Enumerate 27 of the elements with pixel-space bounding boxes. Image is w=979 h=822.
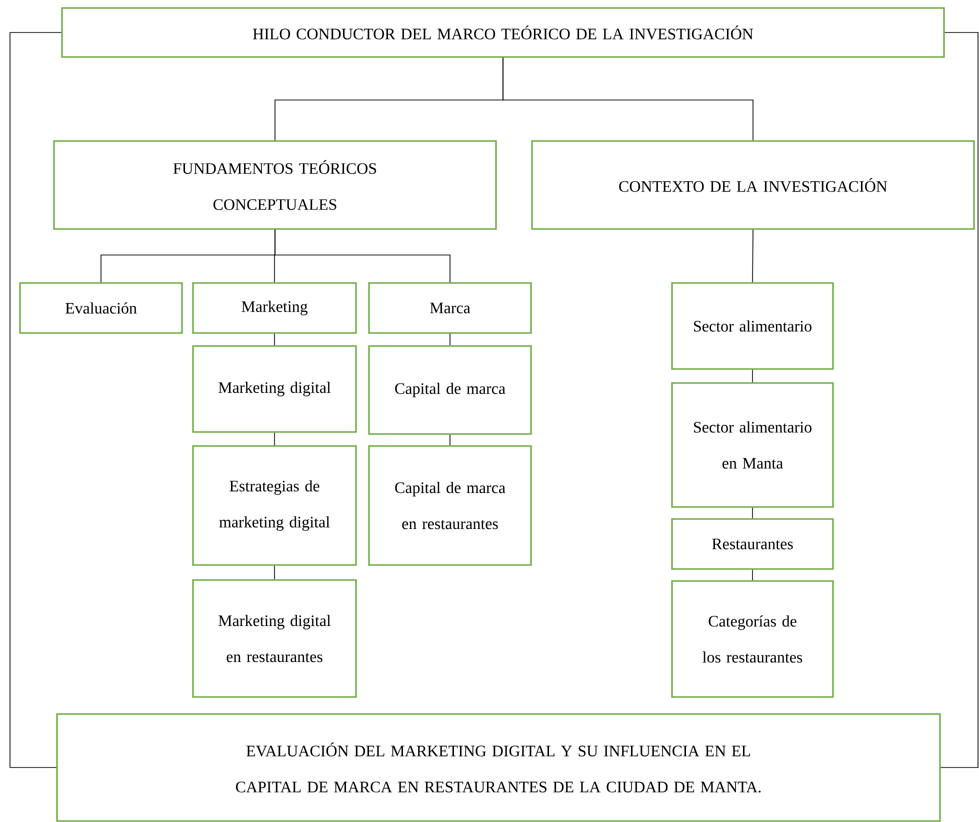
connector-line [752, 569, 753, 581]
process-box: HILO CONDUCTOR DEL MARCO TEÓRICO DE LA INVESTIGACIÓN [61, 7, 945, 58]
process-box: Marca [368, 282, 532, 334]
process-box: Capital de marca [368, 345, 532, 435]
process-box: Restaurantes [671, 518, 834, 570]
process-box: EVALUACIÓN DEL MARKETING DIGITAL Y SU INFLUENCIA EN EL CAPITAL DE MARCA EN RESTAURANTES DE LA CIUDAD DE MANTA. [56, 713, 941, 822]
process-box: Estrategias de marketing digital [192, 445, 357, 566]
process-box: Capital de marca en restaurantes [368, 445, 532, 566]
connector-line [274, 333, 275, 346]
process-box: FUNDAMENTOS TEÓRICOS CONCEPTUALES [53, 140, 497, 230]
connector-line [274, 432, 275, 446]
process-box: Evaluación [19, 282, 183, 334]
process-box: CONTEXTO DE LA INVESTIGACIÓN [531, 140, 975, 230]
process-box: Categorías de los restaurantes [671, 580, 834, 698]
process-box: Marketing digital en restaurantes [192, 579, 357, 698]
connector-line [10, 32, 62, 768]
process-box: Marketing digital [192, 345, 357, 433]
connector-line [502, 57, 754, 141]
connector-line [752, 369, 753, 383]
connector-line [274, 229, 450, 283]
connector-line [274, 565, 275, 580]
process-box: Marketing [192, 282, 357, 334]
connector-line [940, 32, 978, 768]
connector-line [752, 507, 753, 519]
connector-line [752, 229, 754, 283]
process-box: Sector alimentario en Manta [671, 382, 834, 508]
process-box: Sector alimentario [671, 282, 834, 370]
